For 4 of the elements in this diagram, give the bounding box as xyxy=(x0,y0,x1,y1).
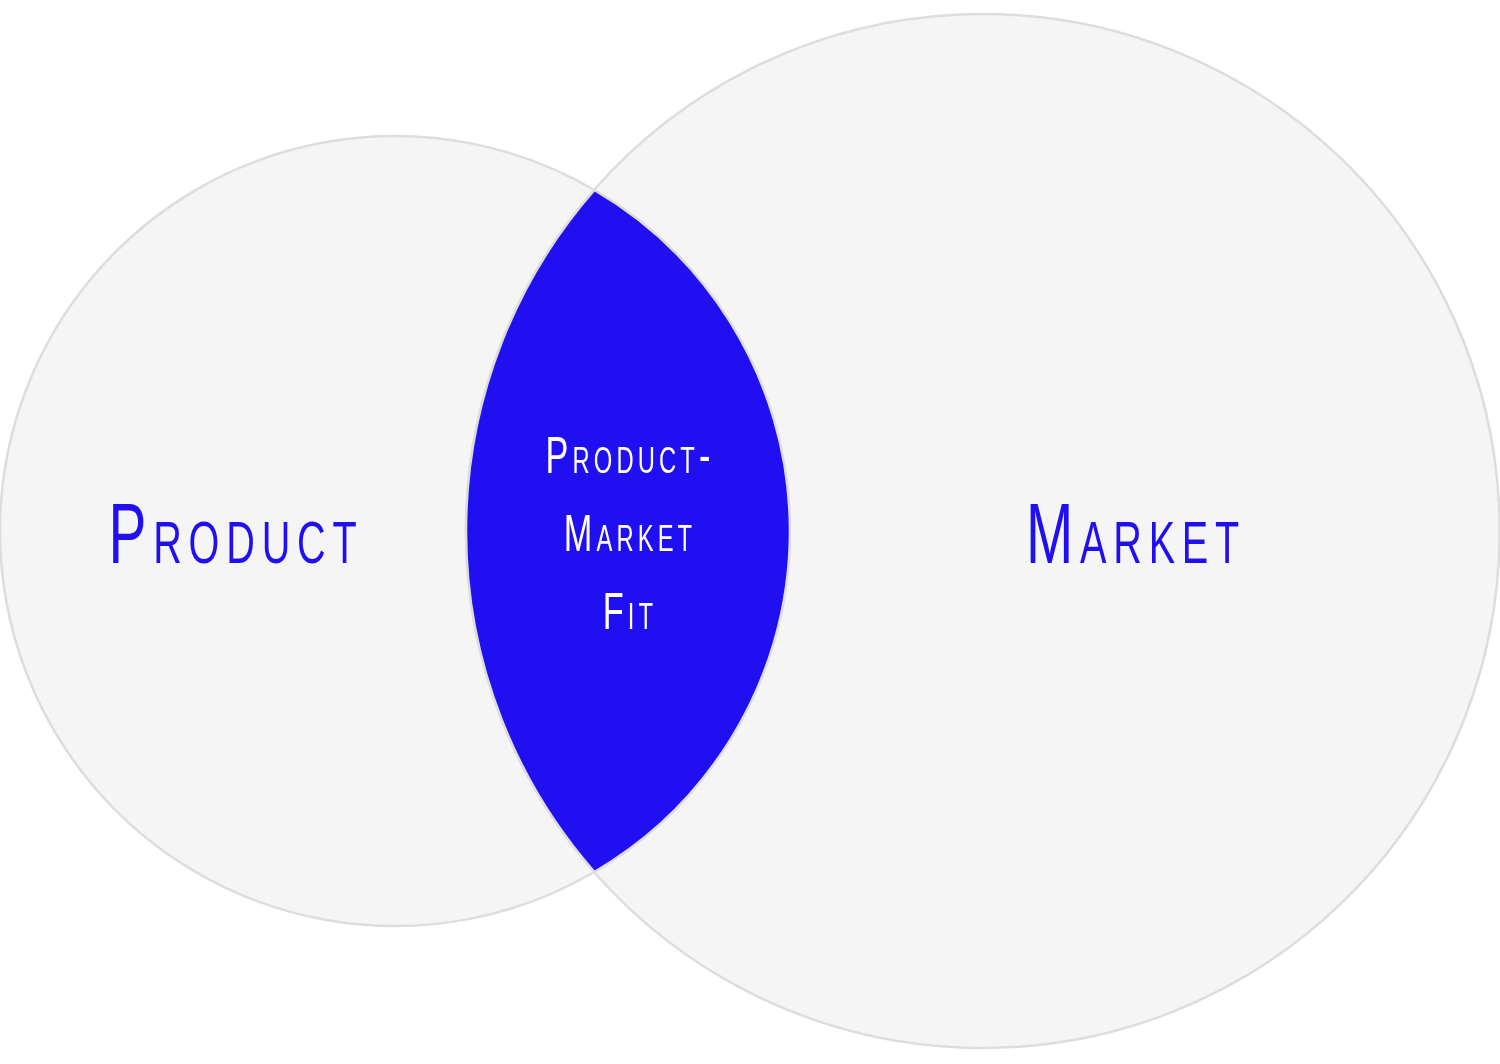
overlap-label: Product-Market Fit xyxy=(545,425,715,642)
circle-label: Product xyxy=(108,486,364,580)
circle-label: Market xyxy=(1025,486,1247,580)
overlap-lens xyxy=(466,190,790,872)
